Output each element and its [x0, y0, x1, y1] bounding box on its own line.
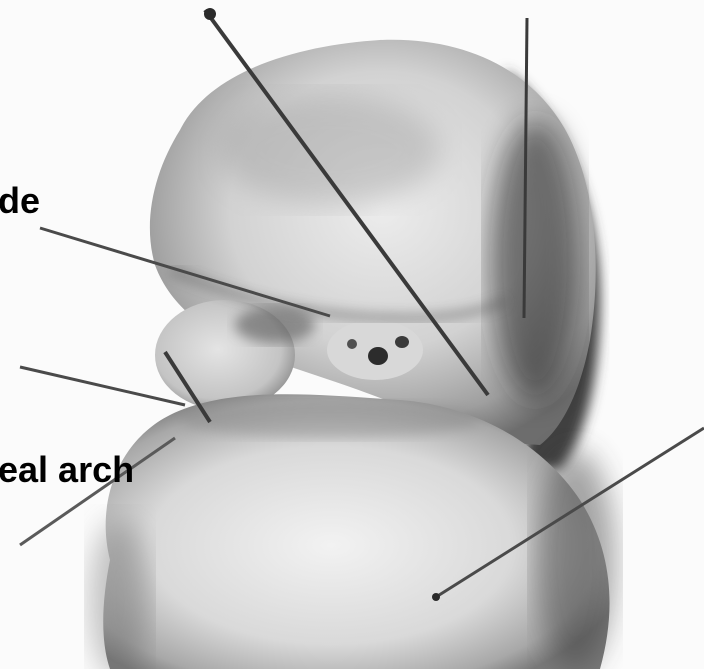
body-shading-top	[180, 402, 480, 438]
pointer-right-lower-tip	[432, 593, 440, 601]
partial-label-pharyngeal-arch: eal arch	[0, 452, 134, 488]
partial-label-top: de	[0, 183, 40, 219]
head-shading	[220, 95, 440, 205]
body-shading-right	[535, 450, 615, 669]
stomodeum-pit-3	[347, 339, 357, 349]
stomodeum-pit-1	[368, 347, 388, 365]
stomodeum-pit-2	[395, 336, 409, 348]
head-shading-right	[490, 120, 580, 400]
pointer-top-left-head	[204, 8, 216, 20]
